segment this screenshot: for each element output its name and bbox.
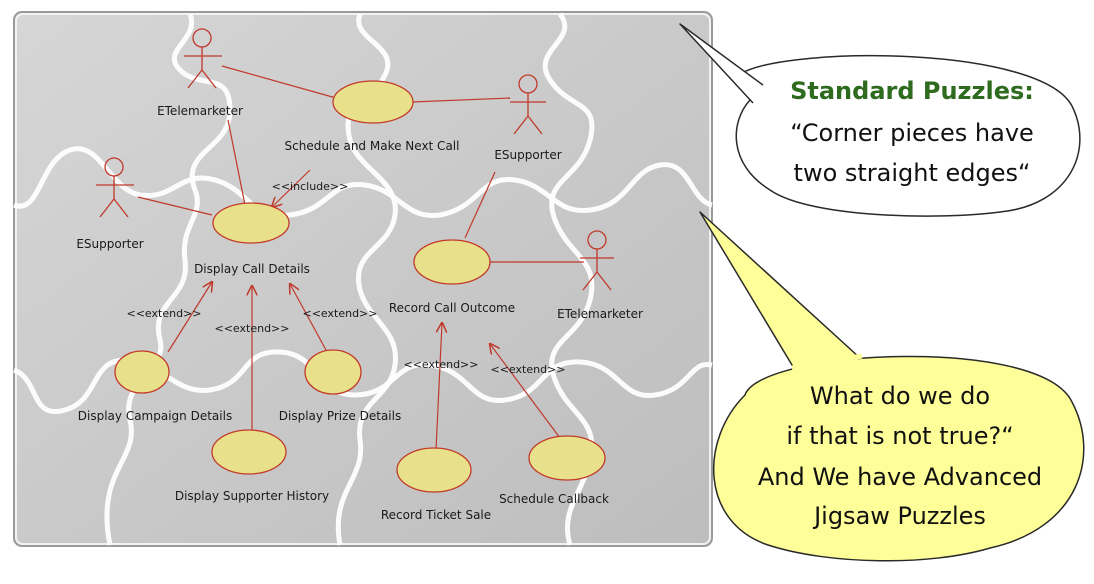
extend-dependency (290, 284, 327, 351)
include-dependency (272, 169, 311, 207)
use-case-label: Display Campaign Details (78, 409, 232, 423)
extend-dependency (167, 282, 212, 353)
use-case-label: Schedule Callback (499, 492, 609, 506)
stick-figure-icon (96, 157, 134, 218)
extend-dependency (490, 344, 561, 439)
use-case-label: Record Ticket Sale (381, 508, 491, 522)
stick-figure-icon (184, 28, 222, 89)
jigsaw-puzzle-board (12, 11, 713, 547)
use-case-record-ticket-sale: Record Ticket Sale (381, 447, 491, 522)
actor-label: ETelemarketer (557, 307, 643, 321)
use-case-label: Record Call Outcome (389, 301, 515, 315)
callout-advanced-puzzles: What do we do if that is not true?“ And … (699, 211, 1085, 562)
association-line (221, 65, 337, 99)
association-line (464, 171, 496, 239)
extend-stereotype-label: <<extend>> (215, 322, 290, 335)
use-case-display-campaign-details: Display Campaign Details (78, 350, 232, 423)
callout-title: Standard Puzzles: (790, 77, 1034, 105)
actor-label: ETelemarketer (157, 104, 243, 118)
uml-connectors (137, 65, 584, 451)
extend-dependency (435, 323, 442, 451)
callout-standard-puzzles: Standard Puzzles: “Corner pieces have tw… (679, 23, 1081, 217)
stick-figure-icon (510, 74, 546, 135)
use-case-label: Display Call Details (194, 262, 310, 276)
use-case-display-call-details: Display Call Details (194, 202, 310, 276)
callout-line: two straight edges“ (794, 159, 1031, 187)
actor-esupporter-left: ESupporter (76, 157, 144, 251)
callout-line: if that is not true?“ (786, 422, 1013, 450)
association-line (137, 196, 213, 216)
use-case-display-prize-details: Display Prize Details (279, 349, 401, 423)
actor-label: ESupporter (76, 237, 143, 251)
stick-figure-icon (580, 230, 614, 291)
use-case-schedule-next-call: Schedule and Make Next Call (285, 80, 460, 153)
use-case-schedule-callback: Schedule Callback (499, 435, 609, 506)
callout-line: Jigsaw Puzzles (812, 502, 986, 530)
use-case-display-supporter-history: Display Supporter History (175, 429, 329, 503)
extend-stereotype-label: <<extend>> (491, 363, 566, 376)
actor-esupporter-right: ESupporter (494, 74, 562, 162)
use-case-label: Schedule and Make Next Call (285, 139, 460, 153)
use-case-label: Display Prize Details (279, 409, 401, 423)
extend-stereotype-label: <<extend>> (303, 307, 378, 320)
extend-stereotype-label: <<extend>> (127, 307, 202, 320)
association-line (227, 119, 246, 206)
extend-stereotype-label: <<extend>> (404, 358, 479, 371)
use-case-label: Display Supporter History (175, 489, 329, 503)
actor-etelemarketer-top: ETelemarketer (157, 28, 243, 118)
include-stereotype-label: <<include>> (272, 180, 349, 193)
callout-line: And We have Advanced (758, 463, 1042, 491)
use-case-record-call-outcome: Record Call Outcome (389, 239, 515, 315)
callout-line: What do we do (810, 382, 990, 410)
callout-line: “Corner pieces have (790, 119, 1034, 147)
association-line (411, 97, 511, 103)
actor-etelemarketer-right: ETelemarketer (557, 230, 643, 321)
actor-label: ESupporter (494, 148, 561, 162)
